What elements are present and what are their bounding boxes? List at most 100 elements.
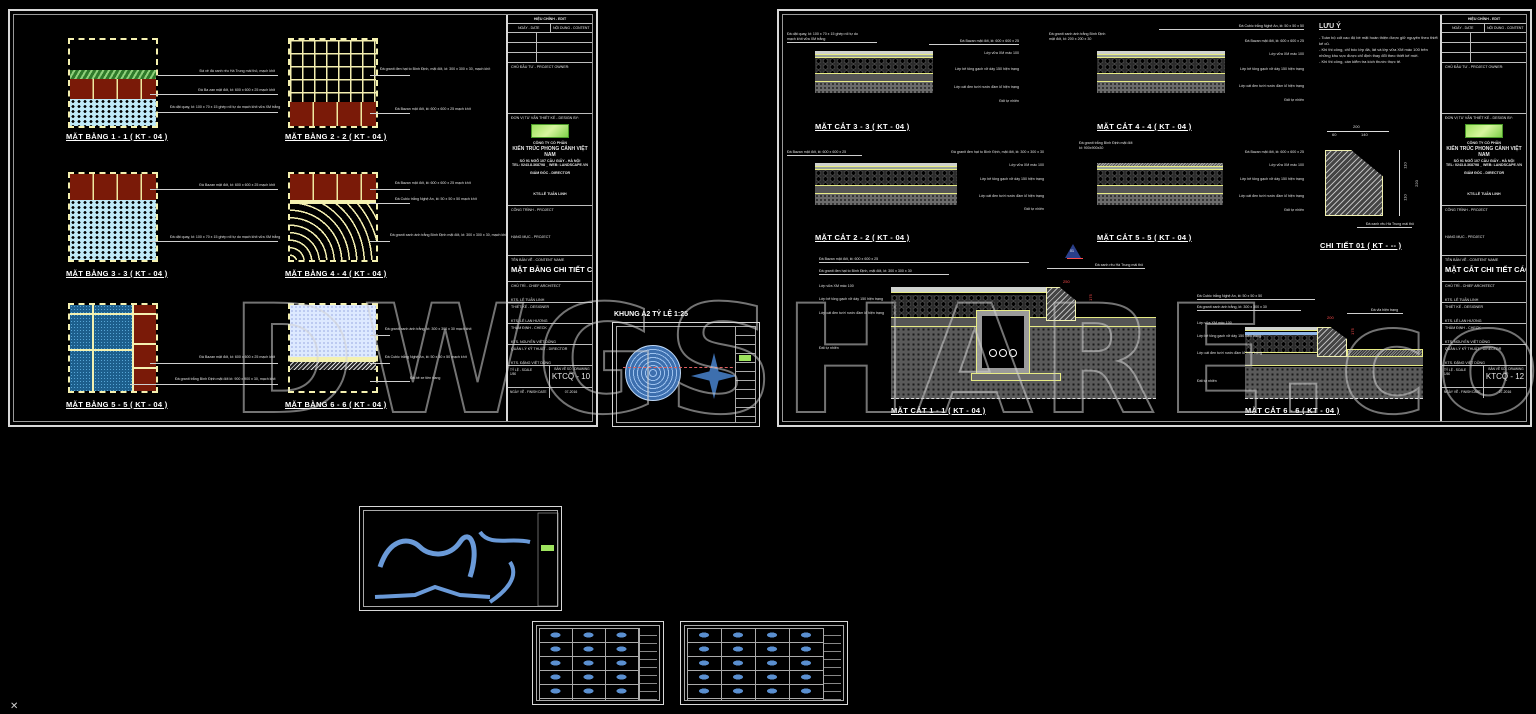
- tb-content-col: NỘI DUNG - CONTENT: [553, 26, 590, 31]
- sheet-thumbnail-details-b[interactable]: [680, 621, 848, 705]
- note: Đá Bazan mặt đốt, kt: 600 x 600 x 25 mạc…: [199, 355, 275, 359]
- note: Đá Bazan mặt đốt, kt: 600 x 600 x 25: [1244, 39, 1304, 43]
- dim-h-total: 220: [1413, 180, 1419, 187]
- tb-scale: 1/50: [510, 372, 517, 377]
- note: Đá dặt quay, kt: 100 x 70 x 15 ghép rối …: [787, 32, 858, 36]
- note: kt: 900x900x30: [1079, 146, 1104, 150]
- note: Lớp vữa XM mác 100: [1269, 52, 1304, 56]
- note: Đá granit xanh ánh trắng Bình Định: [1049, 32, 1106, 36]
- plan-3-3-title: MẶT BẰNG 3 - 3 ( KT - 04 ): [66, 269, 168, 278]
- note: Đá Cubic trắng Nghệ An, kt: 50 x 50 x 50…: [395, 197, 477, 201]
- tb-item: HẠNG MỤC - PROJECT: [1445, 234, 1485, 239]
- note-line: - Khi thi công, cần kiểm tra kích thước …: [1319, 58, 1402, 64]
- tb-manager-name: KTS. ĐẶNG VIỆT DŨNG: [1445, 360, 1485, 365]
- note: Đất tự nhiên: [1284, 98, 1304, 102]
- tb-checker-name: KTS. NGUYỄN VIỆT DŨNG: [511, 339, 556, 344]
- tb-project: CÔNG TRÌNH - PROJECT: [1445, 208, 1488, 213]
- section-2-2-title: MẶT CẮT 2 - 2 ( KT - 04 ): [815, 233, 910, 242]
- note: Lớp cát đen tưới nước đầm kĩ hiện trạng: [953, 85, 1019, 89]
- plan-1-1-title: MẶT BẰNG 1 - 1 ( KT - 04 ): [66, 132, 168, 141]
- section-6-6: [1245, 327, 1423, 399]
- note: Đá xẻ đá xanh rêu Hà Trung mài thô, mạch…: [199, 69, 275, 73]
- dim-h1: 110: [1402, 162, 1408, 169]
- detail-01-dims: [1327, 131, 1389, 132]
- notes-heading: LƯU Ý: [1319, 23, 1341, 30]
- note: Lớp vữa XM mác 100: [819, 284, 854, 288]
- note: Đất tự nhiên: [1024, 207, 1044, 211]
- tb-director-name: KTS.LÊ TUẤN LINH: [533, 191, 567, 196]
- tb-owner: CHỦ ĐẦU TƯ - PROJECT OWNER:: [1442, 63, 1526, 115]
- tb-address: SỐ 91 NGÕ 107 CẦU GIẤY - HÀ NỘI: [1453, 158, 1515, 163]
- section-4-4: [1097, 51, 1225, 93]
- note: Đất tự nhiên: [819, 346, 839, 350]
- plan-2-2-title: MẶT BẰNG 2 - 2 ( KT - 04 ): [285, 132, 387, 141]
- tb-consultant: ĐƠN VỊ TƯ VẤN THIẾT KẾ - DESIGN BY:: [511, 116, 579, 121]
- sheet-paving-sections[interactable]: Đá dặt quay, kt: 100 x 70 x 15 ghép rối …: [777, 9, 1532, 427]
- tb-date-col: NGÀY - DATE: [508, 24, 551, 33]
- tb-consultant: ĐƠN VỊ TƯ VẤN THIẾT KẾ - DESIGN BY:: [1445, 116, 1513, 121]
- sheet-thumbnail-path-plan[interactable]: [359, 506, 562, 611]
- tb-sheet-no-label: BẢN VẼ SỐ - DRAWING No.: [554, 367, 590, 376]
- sheet-thumbnail-details-a[interactable]: [532, 621, 664, 705]
- note: Đá granit xanh ánh trắng, kt: 300 x 300 …: [1197, 305, 1267, 309]
- note: Đá granit trắng Bình Định mặt đốt: [1079, 141, 1133, 145]
- section-2-2: [815, 163, 957, 205]
- dim-total: 200: [1353, 124, 1360, 129]
- note: Đất tự nhiên: [999, 99, 1019, 103]
- plan-3-3: [68, 172, 158, 262]
- plan-5-5-title: MẶT BẰNG 5 - 5 ( KT - 04 ): [66, 400, 168, 409]
- note: Lớp cát đen tưới nước đầm kĩ hiện trạng: [1238, 84, 1304, 88]
- dim-6-6: 200: [1327, 315, 1334, 320]
- tb-company: CÔNG TY CỔ PHẦN: [533, 140, 567, 145]
- tb-company: CÔNG TY CỔ PHẦN: [1467, 140, 1501, 145]
- section-1-1-title: MẶT CẮT 1 - 1 ( KT - 04 ): [891, 406, 986, 415]
- tb-chief: CHỦ TRÌ - CHIEF ARCHITECT: [511, 284, 561, 289]
- note: Đá bê xe tiền trang: [410, 376, 441, 380]
- note: mạch khít vữa XM trắng: [787, 37, 826, 41]
- section-6-6-title: MẶT CẮT 6 - 6 ( KT - 04 ): [1245, 406, 1340, 415]
- tb-chief-name: KTS. LÊ TUẤN LINH: [1445, 297, 1479, 302]
- note: Lớp cát đen tưới nước đầm kĩ hiện trạng: [1238, 194, 1304, 198]
- note: Đá Cubic trắng Nghệ An, kt: 50 x 50 x 50: [1197, 294, 1263, 298]
- note: Lớp bê tông gạch vỡ dày 150 hiện trạng: [1239, 67, 1304, 71]
- circle-paving-plan: [625, 345, 681, 401]
- tb-designer-name: KTS. LÊ LAN HƯƠNG: [511, 318, 548, 323]
- note: Lớp bê tông gạch vỡ dày 150 hiện trạng: [1197, 334, 1262, 338]
- tb-item: HẠNG MỤC - PROJECT: [511, 234, 551, 239]
- tb-designer-name: KTS. LÊ LAN HƯƠNG: [1445, 318, 1482, 323]
- company-logo: [531, 123, 569, 138]
- note: Đá granit đen hạt to Bình Định, mặt đốt,…: [380, 67, 491, 71]
- note: Lớp cát đen tưới nước đầm kĩ hiện trạng: [1197, 351, 1263, 355]
- note: Đá Ba zan mặt đốt, kt: 600 x 600 x 25 mạ…: [198, 88, 275, 92]
- note: Đá Bazan mặt đốt, kt: 600 x 600 x 25: [1244, 150, 1304, 154]
- section-callout-icon: [1065, 244, 1081, 258]
- section-3-3: [815, 51, 933, 93]
- note: Đá Cubic trắng Nghệ An, kt: 50 x 50 x 50: [1238, 24, 1304, 28]
- note: Đá Bazan mặt đốt, kt: 600 x 600 x 25 mạc…: [395, 181, 471, 185]
- plan-4-4: [288, 172, 378, 262]
- tb-date: 07-2016: [564, 390, 578, 395]
- tb-scale-label: TỶ LỆ - SCALE: [1444, 368, 1467, 373]
- tb-director: GIÁM ĐỐC - DIRECTOR: [529, 170, 571, 175]
- sheet-paving-plans[interactable]: Đá xẻ đá xanh rêu Hà Trung mài thô, mạch…: [8, 9, 598, 427]
- tb-date-col: NGÀY - DATE: [1442, 24, 1485, 33]
- note: Đá granit xanh ánh trắng Bình Định mặt đ…: [390, 233, 508, 237]
- dim-h2: 110: [1402, 194, 1408, 201]
- plan-6-6: [288, 303, 378, 393]
- tb-chief-name: KTS. LÊ TUẤN LINH: [511, 297, 545, 302]
- dim-b: 140: [1361, 132, 1368, 137]
- tb-tel: TEL: 0243.8.368798 _ WEB: LANDSCAPE.VN: [1446, 163, 1522, 168]
- dim-a: 60: [1332, 132, 1337, 137]
- tb-scale: 1/50: [1444, 372, 1451, 377]
- plan-1-1: [68, 38, 158, 128]
- note: Lớp bê tông gạch vỡ dày 150 hiện trạng: [819, 297, 884, 301]
- tb-designer: THIẾT KẾ - DESIGNER: [511, 305, 550, 310]
- pipe-icon: [989, 349, 997, 357]
- tb-company-name: KIẾN TRÚC PHONG CẢNH VIỆT NAM: [512, 145, 588, 159]
- plan-6-6-title: MẶT BẰNG 6 - 6 ( KT - 04 ): [285, 400, 387, 409]
- note: Đá xanh rêu Hà Trung mài thô: [1095, 263, 1144, 267]
- sheet-khung-a2[interactable]: [612, 322, 760, 427]
- khung-title: KHUNG A2 TỶ LỆ 1:25: [614, 311, 689, 318]
